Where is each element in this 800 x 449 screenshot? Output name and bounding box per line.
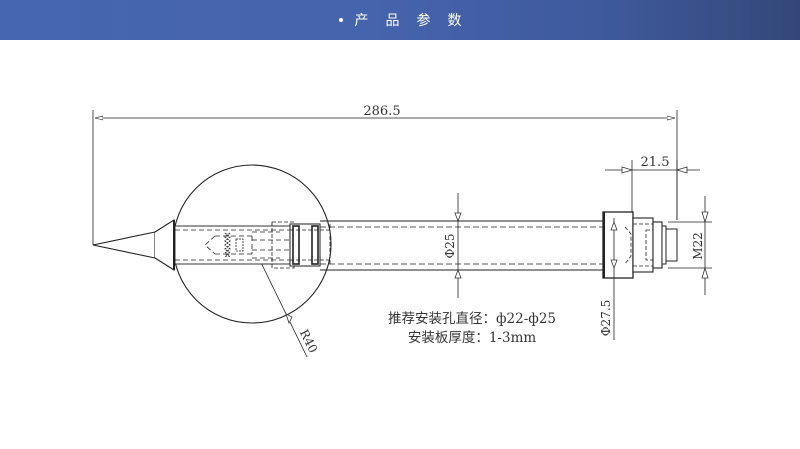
mounting-hole-note: 推荐安装孔直径：ф22-ф25	[387, 311, 557, 327]
title-char: 产	[354, 13, 369, 29]
tube-diameter-label: Φ25	[443, 233, 457, 258]
panel-thickness-note: 安装板厚度：1-3mm	[407, 330, 537, 346]
title-char: 品	[385, 13, 400, 29]
overall-length-dimension	[92, 110, 678, 245]
thread-label: M22	[691, 232, 705, 260]
title-char: 参	[416, 13, 431, 29]
connector-length-label: 21.5	[641, 155, 670, 170]
installation-notes: 推荐安装孔直径：ф22-ф25 安装板厚度：1-3mm	[352, 310, 592, 348]
bullet-icon	[338, 18, 343, 22]
section-header: 产 品 参 数	[0, 0, 800, 40]
section-title: 产 品 参 数	[338, 10, 462, 30]
cone-tip	[92, 231, 156, 259]
nut-diameter-label: Φ27.5	[599, 300, 613, 337]
title-char: 数	[447, 13, 462, 29]
overall-length-label: 286.5	[363, 104, 400, 119]
radius-label: R40	[297, 327, 321, 355]
